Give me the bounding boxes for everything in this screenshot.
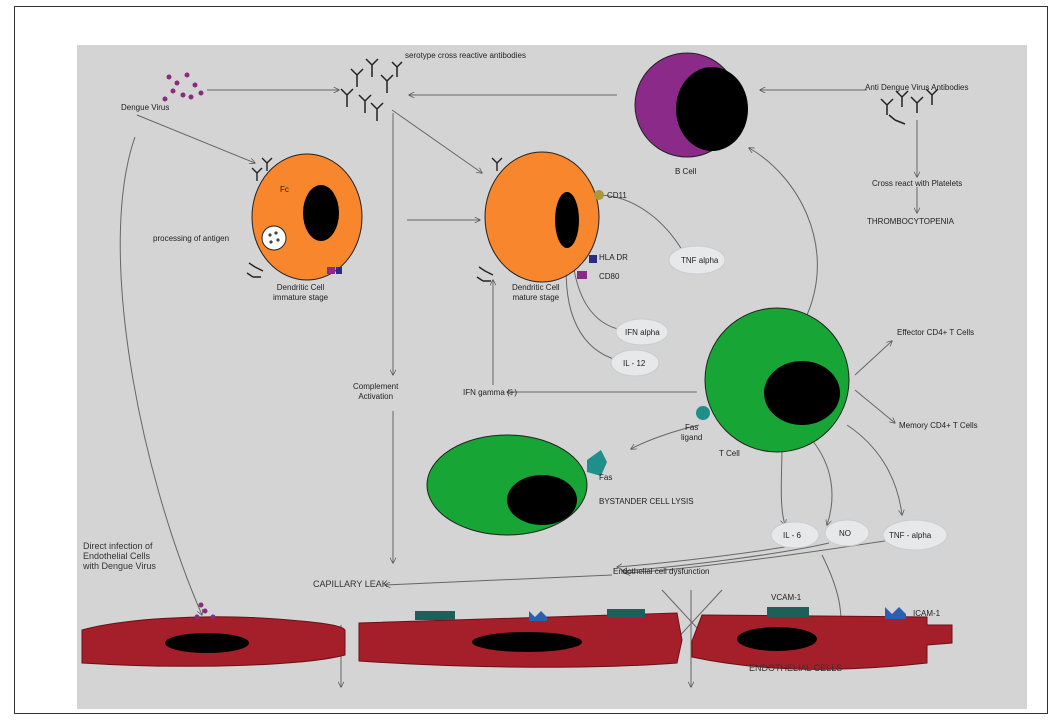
arrow-no-to-dysfunction — [622, 542, 830, 571]
label-fas: Fas — [599, 473, 613, 482]
connector-arrows — [119, 90, 917, 687]
hla-dr-marker — [589, 255, 597, 263]
label-complement-activation: Complement Activation — [353, 382, 399, 401]
antigen-vesicle — [261, 225, 287, 251]
label-fc: Fc — [280, 185, 289, 194]
arrow-dysfunction-to-leak — [385, 574, 613, 585]
arrow-il6-to-dysfunction — [617, 544, 798, 567]
cd80-marker — [577, 271, 587, 279]
endothelium — [81, 602, 953, 670]
icam-marker-2 — [885, 607, 906, 619]
label-fas-ligand: Fas ligand — [681, 423, 703, 442]
label-b-cell: B Cell — [675, 167, 697, 176]
line-to-tnf-top — [596, 194, 683, 251]
label-bystander-lysis: BYSTANDER CELL LYSIS — [599, 497, 694, 506]
cloud-il12 — [610, 349, 660, 377]
b-cell — [634, 52, 748, 158]
arrow-tcell-to-no — [811, 439, 833, 525]
label-tnf-alpha-top: TNF alpha — [681, 256, 719, 265]
endothelial-cell-right — [691, 614, 953, 670]
fas-ligand-marker — [696, 406, 710, 420]
label-dc-mature: Dendritic Cell mature stage — [512, 283, 560, 302]
vcam-marker-3 — [767, 607, 809, 617]
label-cd80: CD80 — [599, 272, 620, 281]
label-ifn-gamma: IFN gamma (+) — [463, 388, 518, 397]
arrow-to-memory — [854, 389, 895, 423]
cytokine-clouds — [610, 245, 948, 551]
label-t-cell: T Cell — [719, 449, 740, 458]
cloud-il6 — [770, 521, 820, 549]
label-tnf-alpha-bottom: TNF - alpha — [889, 531, 932, 540]
virus-on-endothelium — [194, 602, 216, 620]
label-memory-cd4: Memory CD4+ T Cells — [899, 421, 978, 430]
label-ifn-alpha: IFN alpha — [625, 328, 660, 337]
anti-dengue-antibody-icon — [880, 88, 939, 125]
cloud-no — [824, 519, 870, 547]
label-anti-dengue-antibodies: Anti Dengue Virus Antibodies — [865, 83, 969, 92]
arrow-tcell-to-bystander — [631, 424, 700, 449]
arrow-virus-to-dc — [136, 114, 255, 163]
bystander-cell — [426, 434, 607, 536]
label-processing-antigen: processing of antigen — [153, 234, 230, 243]
arrow-antibodies-to-mature-dc — [391, 109, 482, 173]
mature-dc-antibodies — [476, 157, 503, 282]
fas-receptor — [587, 450, 607, 476]
label-icam1: ICAM-1 — [913, 609, 941, 618]
arrow-tcell-to-tnf — [846, 424, 902, 515]
antibody-cluster-icon — [340, 58, 403, 121]
arrow-to-effector — [854, 341, 892, 376]
figure-frame: serotype cross reactive antibodies Anti … — [14, 6, 1048, 714]
cloud-tnf-top — [668, 245, 726, 275]
vcam-marker-1 — [415, 611, 455, 620]
cloud-tnf-bottom — [882, 519, 948, 551]
label-direct-infection: Direct infection of Endothelial Cells wi… — [83, 541, 156, 571]
diagram-canvas — [81, 52, 953, 709]
vcam-marker-2 — [607, 609, 645, 618]
label-effector-cd4: Effector CD4+ T Cells — [897, 328, 975, 337]
label-il12: IL - 12 — [623, 359, 646, 368]
arrow-tcell-to-bcell — [749, 148, 818, 316]
label-no: NO — [839, 529, 851, 538]
t-cell — [696, 307, 850, 453]
fc-receptor-antibodies — [246, 157, 273, 278]
dendritic-cell-mature — [476, 151, 604, 283]
dengue-virus-icon — [162, 72, 204, 102]
arrow-virus-to-endothelium — [119, 136, 202, 615]
cd11-marker — [594, 190, 604, 200]
label-hla-dr: HLA DR — [599, 253, 628, 262]
arrow-tnf-to-dysfunction — [625, 538, 898, 573]
label-capillary-leak: CAPILLARY LEAK — [313, 579, 388, 589]
cloud-ifn-alpha — [615, 318, 669, 346]
diagram-panel: serotype cross reactive antibodies Anti … — [77, 45, 1027, 709]
label-serotype-antibodies: serotype cross reactive antibodies — [405, 51, 526, 60]
arrow-tcell-to-il6 — [781, 444, 785, 525]
label-endothelial-dysfunction: Endothelial cell dysfunction — [613, 567, 710, 576]
dendritic-cell-immature — [246, 153, 363, 281]
label-endothelial-cells: ENDOTHELIAL CELLS — [749, 663, 843, 673]
label-vcam1: VCAM-1 — [771, 593, 802, 602]
label-il6: IL - 6 — [783, 531, 801, 540]
icam-marker-1 — [529, 611, 547, 621]
label-dengue-virus: Dengue Virus — [121, 103, 170, 112]
label-cross-react: Cross react with Platelets — [872, 179, 963, 188]
label-thrombocytopenia: THROMBOCYTOPENIA — [867, 217, 954, 226]
label-dc-immature: Dendritic Cell immature stage — [273, 283, 329, 302]
label-cd11: CD11 — [607, 191, 627, 200]
